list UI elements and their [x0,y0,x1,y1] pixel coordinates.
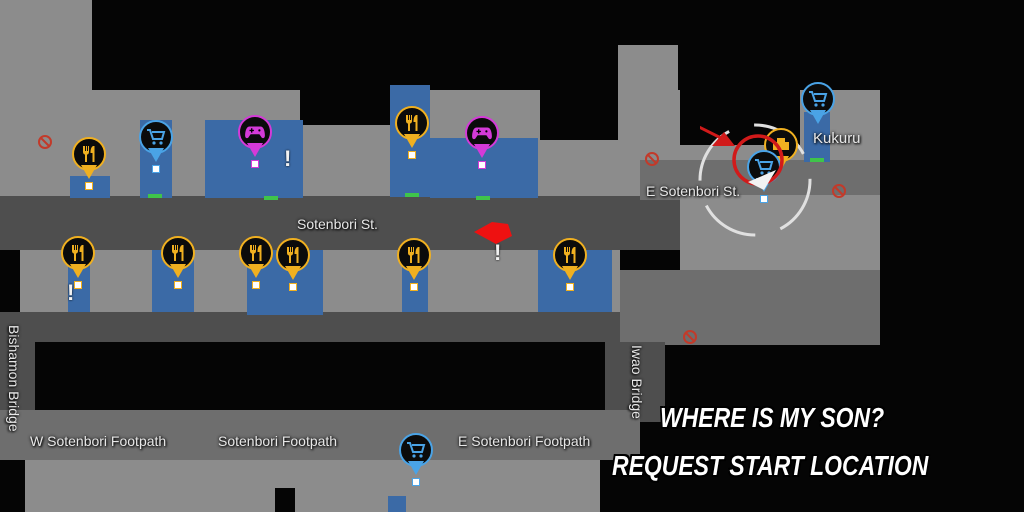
river [665,345,885,415]
restaurant-pin[interactable] [61,236,95,289]
restaurant-pin[interactable] [239,236,273,289]
entrance-marker [264,196,278,200]
iwao-bridge [605,342,665,422]
shop-area [388,496,406,512]
footpath-label: E Sotenbori Footpath [458,433,591,449]
entrance-marker [476,196,490,200]
building-block [618,45,678,145]
shop-pin[interactable] [139,120,173,173]
street-label: E Sotenbori St. [646,183,741,199]
shop-pin-kukuru[interactable] [801,82,835,134]
shop-label: Kukuru [813,130,861,147]
restaurant-pin[interactable] [553,238,587,291]
unmapped-area [275,488,295,512]
request-location-ring [698,123,812,237]
no-entry-icon [645,152,659,166]
gamepad-icon [238,115,272,149]
fork-knife-icon [397,238,431,272]
entrance-marker [405,193,419,197]
no-entry-icon [832,184,846,198]
restaurant-pin[interactable] [161,236,195,289]
entrance-marker [148,194,162,198]
exclamation-icon[interactable]: ! [494,240,502,265]
plaza [620,270,880,345]
bridge-label: Bishamon Bridge [6,325,22,432]
title-line-1: Where is my son? [660,402,885,433]
unmapped-area [300,85,390,125]
unmapped-area [540,85,620,140]
no-entry-icon [38,135,52,149]
arcade-pin[interactable] [465,116,499,169]
restaurant-pin[interactable] [72,137,106,190]
restaurant-pin[interactable] [397,238,431,291]
footpath [0,410,640,460]
restaurant-pin[interactable] [276,238,310,291]
exclamation-icon[interactable]: ! [67,280,75,305]
restaurant-pin[interactable] [395,106,429,159]
title-line-2: Request Start Location [612,450,929,481]
unmapped-area [92,0,1024,90]
building-block [0,0,92,95]
entrance-marker [810,158,824,162]
exclamation-icon[interactable]: ! [284,146,292,171]
red-arrow-highlight [700,125,784,190]
river [35,342,605,412]
footpath-label: Sotenbori Footpath [218,433,338,449]
unmapped-area [880,85,1024,512]
building-block [680,195,880,270]
no-entry-icon [683,330,697,344]
bridge-label: Iwao Bridge [629,345,645,419]
building-row-bottom [25,460,600,512]
footpath-label: W Sotenbori Footpath [30,433,167,449]
street-label: Sotenbori St. [297,216,378,232]
arcade-pin[interactable] [238,115,272,168]
shop-pin[interactable] [399,433,433,486]
player-direction-icon [474,222,512,244]
